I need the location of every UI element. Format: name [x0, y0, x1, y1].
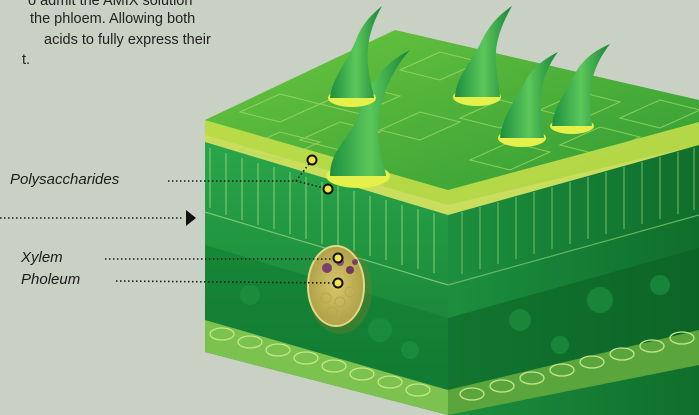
label-pholeum: Pholeum	[21, 271, 80, 288]
marker-polysaccharides-bottom	[324, 185, 333, 194]
marker-pholeum	[334, 279, 343, 288]
marker-xylem	[334, 254, 343, 263]
label-polysaccharides: Polysaccharides	[10, 171, 119, 188]
marker-polysaccharides-top	[308, 156, 317, 165]
label-xylem: Xylem	[21, 249, 63, 266]
arrow-head-icon	[186, 210, 196, 226]
